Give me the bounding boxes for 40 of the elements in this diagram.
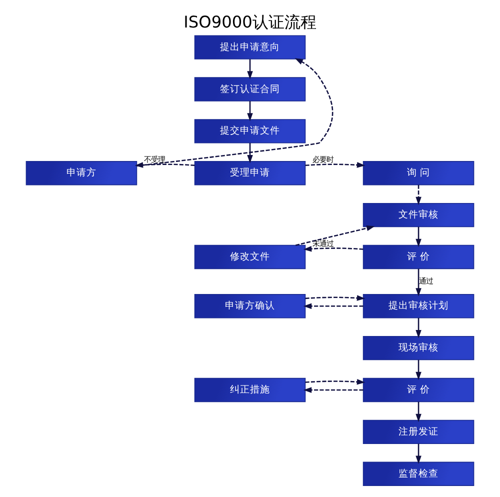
arrow xyxy=(305,162,366,168)
arrow xyxy=(416,184,422,206)
arrow xyxy=(305,295,366,301)
node-box: 提出申请意向 xyxy=(194,35,306,60)
node-box: 申请方 xyxy=(26,161,138,186)
arrow xyxy=(416,268,422,296)
node-box: 受理申请 xyxy=(194,161,306,186)
arrow xyxy=(416,402,422,422)
arrow xyxy=(416,360,422,380)
arrow xyxy=(416,444,422,464)
node-box: 监督检查 xyxy=(362,462,474,486)
node-box: 提出审核计划 xyxy=(362,294,474,318)
node-box: 评 价 xyxy=(362,378,474,402)
node-box: 注册发证 xyxy=(362,420,474,444)
arrow xyxy=(247,59,253,80)
arrow xyxy=(134,162,195,168)
node-box: 提交申请文件 xyxy=(194,119,306,144)
arrow xyxy=(247,101,253,122)
diagram-title: ISO9000认证流程 xyxy=(184,12,316,32)
node-box: 评 价 xyxy=(362,244,474,270)
node-box: 纠正措施 xyxy=(194,378,306,402)
arrow xyxy=(136,58,334,167)
arrow xyxy=(416,226,422,248)
arrow xyxy=(303,246,364,252)
node-box: 文件审核 xyxy=(362,202,474,228)
arrow xyxy=(416,318,422,338)
arrow xyxy=(296,225,375,246)
arrow xyxy=(247,143,253,164)
node-box: 签订认证合同 xyxy=(194,77,306,102)
edge-label: 不受理 xyxy=(144,155,165,164)
node-box: 修改文件 xyxy=(194,244,306,270)
arrow xyxy=(303,303,364,310)
edge-label: 必要时 xyxy=(312,155,334,164)
node-box: 询 问 xyxy=(362,161,474,186)
node-box: 申请方确认 xyxy=(194,294,306,318)
edge-label: 未通过 xyxy=(312,238,334,248)
edge-label: 通过 xyxy=(419,276,434,286)
arrow xyxy=(305,379,366,385)
arrow xyxy=(303,387,364,393)
node-box: 现场审核 xyxy=(362,336,474,360)
